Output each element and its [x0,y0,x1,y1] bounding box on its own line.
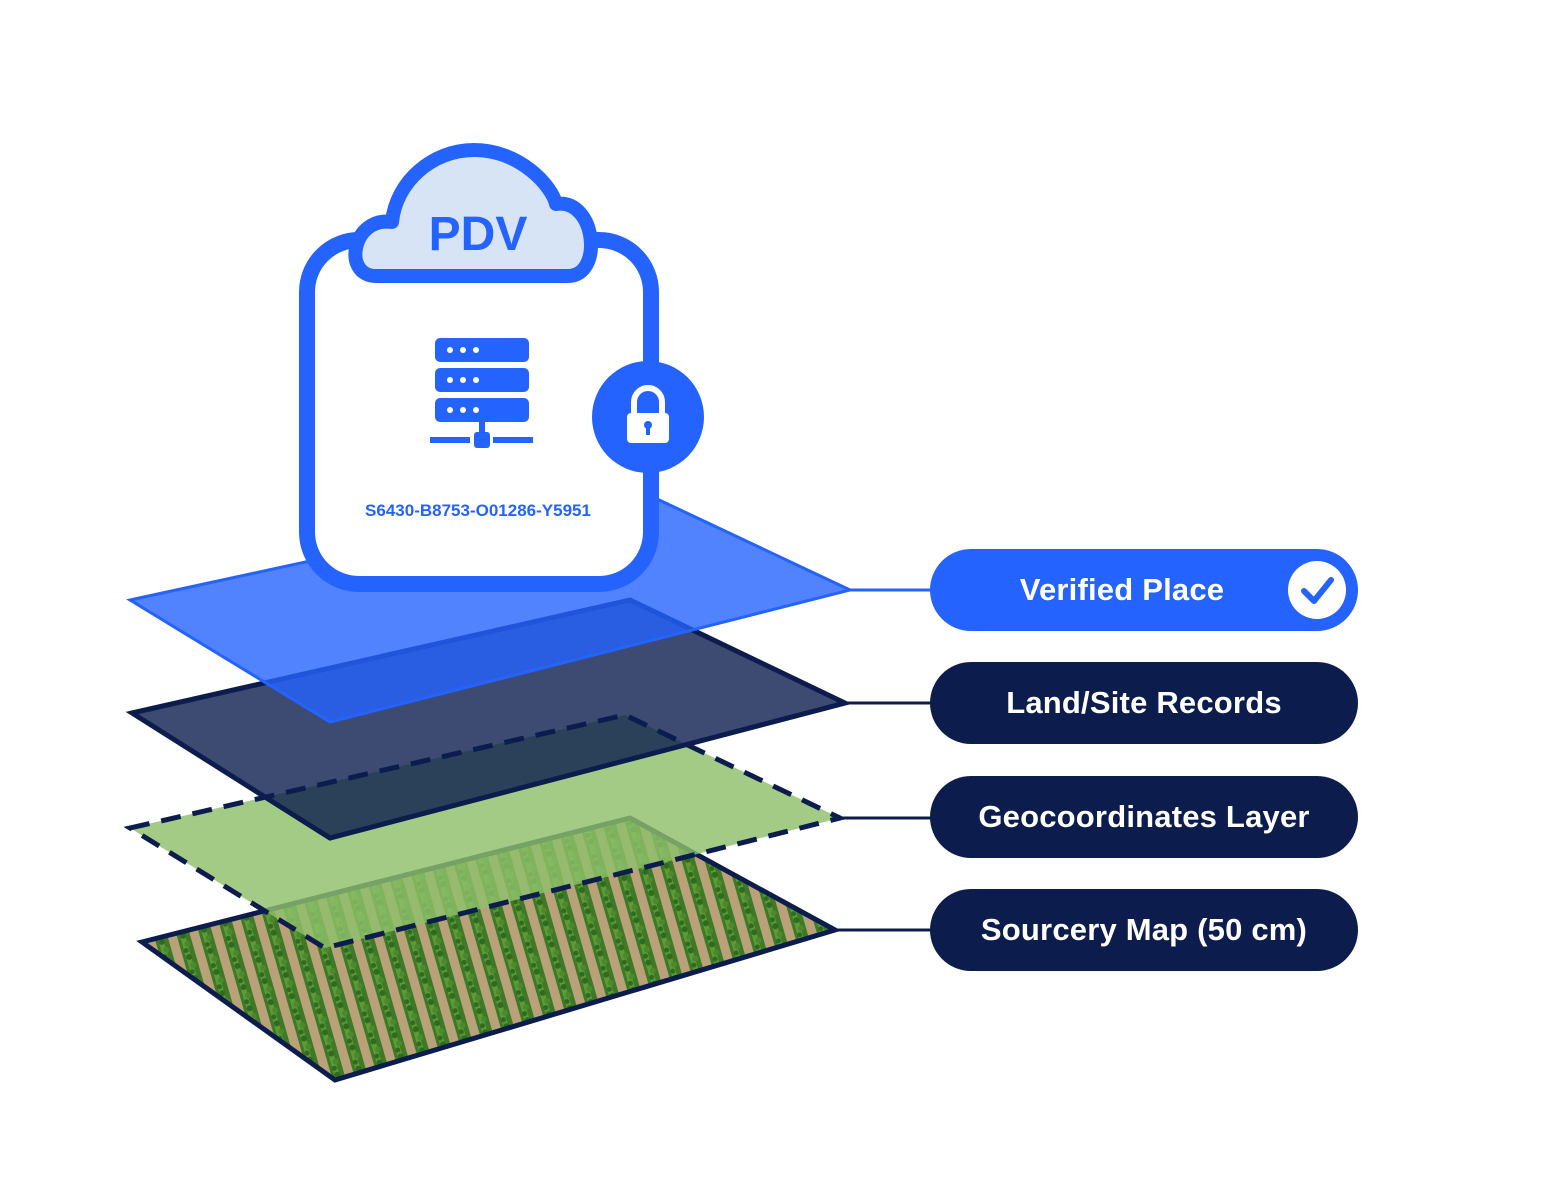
sourcery-map-label: Sourcery Map (50 cm) [980,912,1308,947]
pdv-vault-card: PDV S6430-B8753-O01286-Y5951 [299,143,704,592]
vault-title: PDV [429,208,528,261]
server-icon [430,338,533,448]
lock-icon [592,361,704,473]
land-site-records-label: Land/Site Records [1006,685,1282,720]
geocoordinates-layer-pill: Geocoordinates Layer [930,776,1358,858]
cloud-icon [348,143,598,283]
check-icon [1288,561,1346,619]
land-site-records-pill: Land/Site Records [930,662,1358,744]
sourcery-map-pill: Sourcery Map (50 cm) [930,889,1358,971]
vault-identifier: S6430-B8753-O01286-Y5951 [365,501,591,520]
verified-place-pill: Verified Place [930,549,1358,631]
verified-place-label: Verified Place [1019,572,1225,607]
geocoordinates-layer-label: Geocoordinates Layer [978,799,1310,834]
connector-lines [835,588,932,932]
